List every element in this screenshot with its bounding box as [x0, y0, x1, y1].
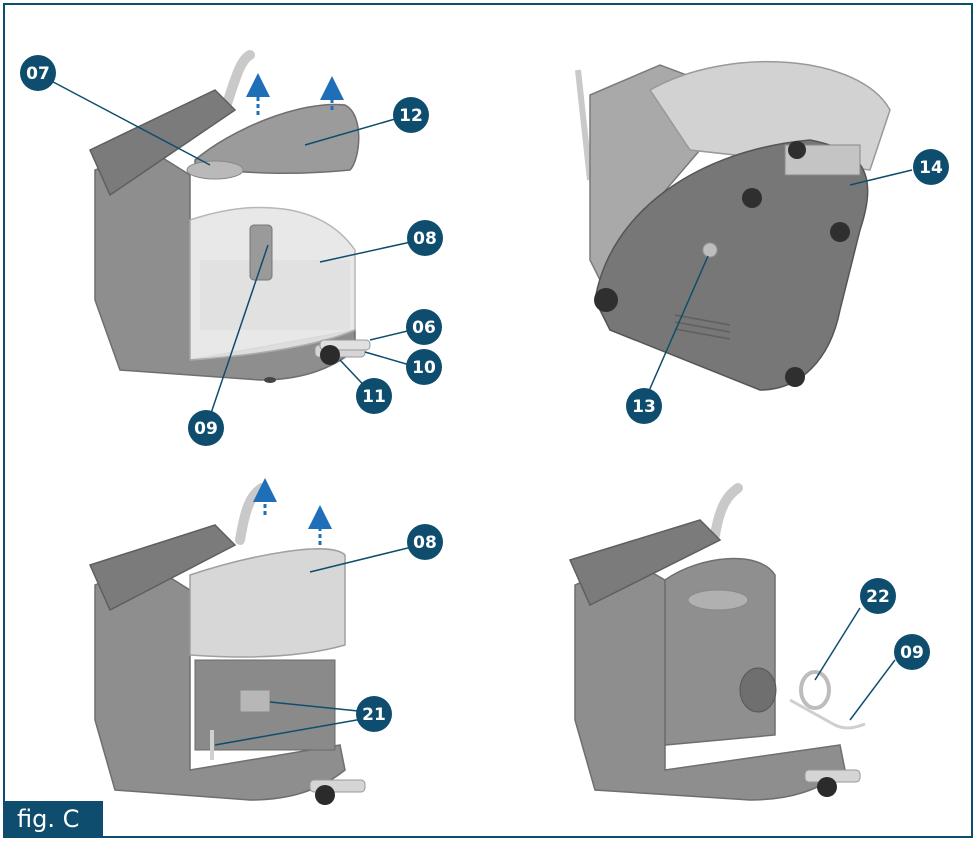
callout-11: 11 [356, 378, 392, 414]
callout-09-lower: 09 [894, 634, 930, 670]
svg-text:21: 21 [362, 705, 386, 725]
drain-plug [702, 242, 718, 258]
callout-13: 13 [626, 388, 662, 424]
svg-text:08: 08 [413, 533, 437, 553]
callout-12: 12 [393, 97, 429, 133]
svg-text:06: 06 [412, 318, 436, 338]
svg-text:14: 14 [919, 158, 943, 178]
panel-bottom-left [88, 478, 421, 805]
water-tank-lifted [189, 548, 346, 658]
svg-text:22: 22 [866, 587, 890, 607]
svg-text:10: 10 [412, 358, 436, 378]
filter-holder [249, 224, 273, 281]
svg-text:09: 09 [900, 643, 924, 663]
filter-ring [799, 670, 831, 710]
callout-14: 14 [913, 149, 949, 185]
panel-top-left [39, 50, 421, 429]
figure-label: fig. C [5, 801, 103, 838]
panel-top-right [575, 60, 913, 401]
svg-text:09: 09 [194, 419, 218, 439]
callout-10: 10 [406, 349, 442, 385]
callout-08-lower: 08 [407, 524, 443, 560]
connector-knob [320, 345, 340, 365]
svg-text:13: 13 [632, 397, 656, 417]
svg-text:12: 12 [399, 106, 423, 126]
control-panel [89, 89, 237, 197]
callout-06: 06 [406, 309, 442, 345]
callout-22: 22 [860, 578, 896, 614]
svg-text:07: 07 [26, 64, 50, 84]
callout-07: 07 [20, 55, 56, 91]
callout-21: 21 [356, 696, 392, 732]
lid [194, 103, 360, 175]
svg-text:11: 11 [362, 387, 386, 407]
panel-bottom-right [568, 483, 896, 801]
callout-08: 08 [407, 220, 443, 256]
svg-text:08: 08 [413, 229, 437, 249]
callout-09: 09 [188, 410, 224, 446]
